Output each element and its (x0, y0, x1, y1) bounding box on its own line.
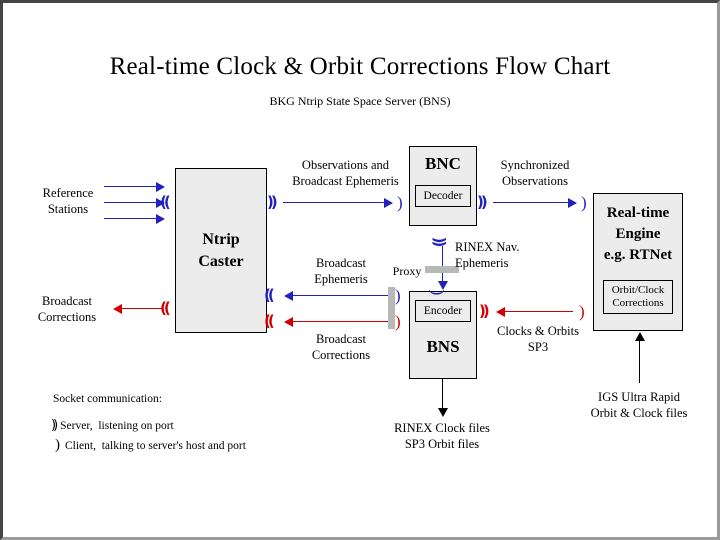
label-broadcast-corrections-bns: Broadcast Corrections (311, 332, 371, 362)
node-bnc-decoder[interactable]: Decoder (415, 185, 471, 207)
proxy-bar-vertical (425, 266, 459, 273)
label-rinex-nav-ephemeris: RINEX Nav. Ephemeris (455, 240, 520, 270)
node-orbit-clock-corrections[interactable]: Orbit/Clock Corrections (603, 280, 673, 314)
legend-row-client: ) Client, talking to server's host and p… (51, 437, 246, 454)
arrow-refstation-1-head (156, 182, 165, 192)
arrow-refstation-3-line (104, 218, 158, 219)
arrow-obs-to-bnc-head (384, 198, 393, 208)
socket-server-caster-corr-out: )) (163, 299, 171, 317)
page-subtitle: BKG Ntrip State Space Server (BNS) (269, 94, 451, 108)
node-bnc[interactable]: BNC Decoder (409, 146, 477, 226)
arrow-refstation-3-head (156, 214, 165, 224)
socket-server-bnc-sync-out: )) (477, 193, 488, 211)
socket-client-engine-clocks-out: ) (579, 302, 585, 321)
node-ntrip-caster[interactable]: Ntrip Caster (175, 168, 267, 333)
arrow-clocks-orbits-line (503, 311, 573, 312)
legend-client-socket-icon: ) (55, 437, 60, 453)
node-ntrip-caster-title: Ntrip Caster (198, 230, 244, 270)
node-bns[interactable]: Encoder BNS (409, 291, 477, 379)
page-title: Real-time Clock & Orbit Corrections Flow… (109, 53, 611, 80)
socket-client-engine-sync-in: ) (581, 193, 587, 212)
arrow-broadcast-corrections-bns-head (284, 317, 293, 327)
arrow-rinex-nav-line (442, 246, 443, 284)
arrow-refstation-2-head (156, 198, 165, 208)
socket-client-bns-bcorr-out: ) (395, 312, 401, 331)
arrow-sync-obs-head (568, 198, 577, 208)
node-realtime-engine[interactable]: Real-time Engine e.g. RTNet Orbit/Clock … (593, 193, 683, 331)
arrow-sync-obs-line (493, 202, 570, 203)
legend-row-server: )) Server, listening on port (51, 418, 174, 433)
socket-server-bnc-nav-out: )) (430, 236, 449, 245)
label-igs-ultra-rapid: IGS Ultra Rapid Orbit & Clock files (590, 390, 688, 420)
arrow-refstation-1-line (104, 186, 158, 187)
arrow-obs-to-bnc-line (283, 202, 386, 203)
arrow-bns-files-line (442, 379, 443, 411)
arrow-broadcast-corrections-bns-line (291, 321, 393, 322)
label-broadcast-ephemeris: Broadcast Ephemeris (314, 256, 368, 286)
socket-client-bns-nav-in: ) (428, 289, 448, 296)
legend-server-socket-icon: )) (51, 418, 58, 433)
socket-server-bns-clocks-in: )) (479, 302, 490, 320)
node-bnc-title: BNC (425, 154, 461, 173)
arrow-broadcast-ephemeris-line (291, 295, 393, 296)
arrow-broadcast-ephemeris-head (284, 291, 293, 301)
legend-heading: Socket communication: (53, 393, 162, 405)
node-bns-encoder[interactable]: Encoder (415, 300, 471, 322)
label-rinex-clock-sp3-files: RINEX Clock files SP3 Orbit files (394, 421, 490, 451)
label-reference-stations: Reference Stations (42, 186, 94, 216)
node-realtime-engine-title: Real-time Engine e.g. RTNet (603, 205, 673, 263)
arrow-broadcast-corrections-out-head (113, 304, 122, 314)
proxy-bar-horizontal (388, 287, 395, 329)
node-bns-title: BNS (426, 337, 460, 356)
legend-client-text: Client, talking to server's host and por… (65, 439, 246, 452)
socket-server-caster-bcorr-in: )) (267, 312, 275, 330)
arrow-clocks-orbits-head (496, 307, 505, 317)
socket-client-bns-beph-out: ) (395, 286, 401, 305)
arrow-broadcast-corrections-out-line (120, 308, 162, 309)
socket-server-caster-obs-out: )) (267, 193, 278, 211)
arrow-igs-engine-head (635, 332, 645, 341)
label-clocks-orbits-sp3: Clocks & Orbits SP3 (497, 324, 579, 354)
label-observations-broadcast-ephemeris: Observations and Broadcast Ephemeris (292, 158, 399, 188)
label-broadcast-corrections-out: Broadcast Corrections (37, 294, 97, 324)
socket-client-bnc-obs-in: ) (397, 193, 403, 212)
label-proxy: Proxy (392, 264, 422, 278)
arrow-bns-files-head (438, 408, 448, 417)
arrow-refstation-2-line (104, 202, 158, 203)
label-synchronized-observations: Synchronized Observations (500, 158, 570, 188)
legend-server-text: Server, listening on port (60, 419, 174, 432)
arrow-rinex-nav-head (438, 281, 448, 290)
socket-server-caster-beph-in: )) (267, 286, 275, 304)
socket-server-caster-obs-in: )) (163, 193, 171, 211)
arrow-igs-engine-line (639, 341, 640, 383)
